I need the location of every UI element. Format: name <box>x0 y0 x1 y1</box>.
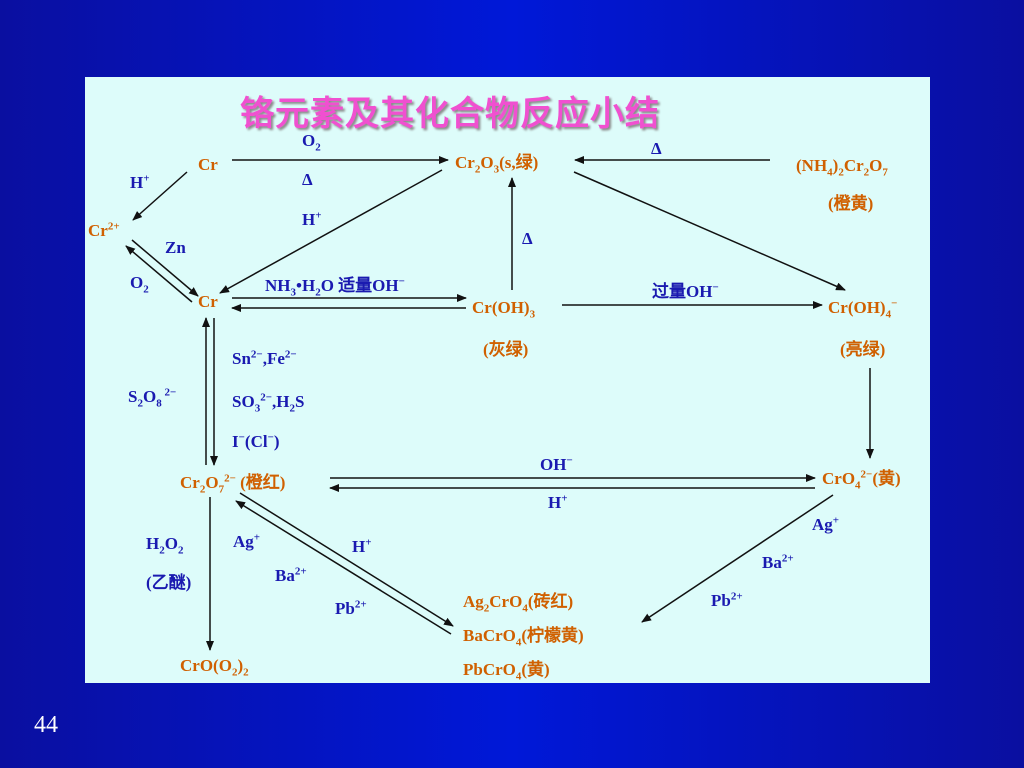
arrow-cr2o3-to-cr <box>219 169 443 294</box>
species-ag2cro4: Ag2CrO4(砖红) <box>463 592 574 615</box>
reagent-excess-oh: 过量OH− <box>652 281 719 301</box>
species-croh4: Cr(OH)4− <box>828 297 898 321</box>
species-croh4-color: (亮绿) <box>840 340 886 359</box>
reagent-o2-left: O2 <box>130 273 149 296</box>
species-pbcro4: PbCrO4(黄) <box>463 660 550 683</box>
reagent-ether: (乙醚) <box>146 573 192 592</box>
reagent-so3-h2s: SO32−,H2S <box>232 391 305 415</box>
species-cr-mid: Cr <box>198 292 218 311</box>
arrow-cr2plus-to-cr <box>131 239 199 297</box>
arrow-cr2o3-to-croh4 <box>573 171 846 291</box>
arrow-precip-to-cr2o7 <box>235 500 452 635</box>
arrow-cr2o7-to-precip <box>239 492 454 627</box>
reagent-ba-left: Ba2+ <box>275 565 307 585</box>
reagent-ba-right: Ba2+ <box>762 552 794 572</box>
reagent-hplus-left: H+ <box>130 172 150 192</box>
reagent-h2o2: H2O2 <box>146 534 184 557</box>
species-cr2plus: Cr2+ <box>88 220 120 240</box>
species-cr-top: Cr <box>198 155 218 174</box>
species-cr2o3: Cr2O3(s,绿) <box>455 153 539 176</box>
species-cro4: CrO42−(黄) <box>822 468 901 492</box>
species-bacro4: BaCrO4(柠檬黄) <box>463 626 584 649</box>
species-cr2o7: Cr2O72− (橙红) <box>180 472 286 496</box>
arrow-cr-to-cr2plus-back <box>125 245 193 303</box>
species-cro5: CrO(O2)2 <box>180 656 249 679</box>
reagent-hplus-mid: H+ <box>548 492 568 512</box>
reagent-ag-right: Ag+ <box>812 514 840 534</box>
reagent-pb-right: Pb2+ <box>711 590 743 610</box>
reagent-hplus-top: H+ <box>302 209 322 229</box>
reagent-o2-top: O2 <box>302 131 321 154</box>
reagent-zn: Zn <box>165 238 186 257</box>
species-croh3: Cr(OH)3 <box>472 298 536 321</box>
reagent-sn-fe: Sn2−,Fe2− <box>232 348 297 368</box>
species-croh3-color: (灰绿) <box>483 340 529 359</box>
arrow-cro4-to-precip <box>641 494 834 623</box>
reagent-ag-left: Ag+ <box>233 531 261 551</box>
reagent-iodide: I−(Cl−) <box>232 431 280 451</box>
reagent-oh-mid: OH− <box>540 454 573 474</box>
page-title: 铬元素及其化合物反应小结 <box>240 94 660 134</box>
reagent-delta-top: Δ <box>302 170 313 189</box>
reagent-hplus-lower: H+ <box>352 536 372 556</box>
diagram-panel <box>85 77 930 683</box>
reagent-s2o8: S2O8 2− <box>128 386 177 410</box>
species-nh4-dichromate: (NH4)2Cr2O7 <box>796 156 888 179</box>
reagent-delta-right: Δ <box>651 139 662 158</box>
species-nh4-dichromate-color: (橙黄) <box>828 194 874 213</box>
reagent-nh3-oh: NH3•H2O 适量OH− <box>265 275 405 299</box>
arrow-cr-to-cr2plus <box>132 171 188 221</box>
reagent-delta-mid: Δ <box>522 229 533 248</box>
page-number: 44 <box>34 712 58 738</box>
reagent-pb-left: Pb2+ <box>335 598 367 618</box>
